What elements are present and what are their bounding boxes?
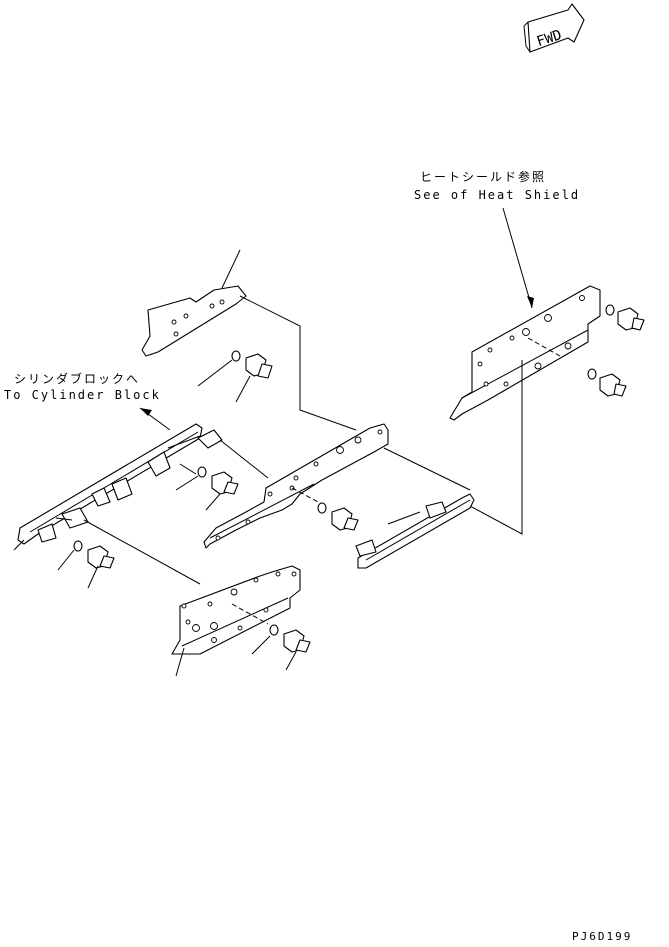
washer-leader-bottom [251,635,271,655]
washer-leader-mid [175,475,199,491]
top-bracket-connector [239,295,357,431]
bolt-leader-top [235,375,251,403]
drawing-code: PJ6D199 [572,930,633,943]
top-bracket-leader [221,249,241,289]
center-long-bracket [203,423,389,549]
center-to-rail-line [383,447,471,491]
right-bolt-upper [605,304,645,331]
left-rail-connector [219,439,269,479]
right-bracket-plate [449,285,601,421]
bottom-plate-dash [231,603,269,625]
cylinder-block-label-en: To Cylinder Block [4,388,161,402]
right-connector-line [469,360,523,535]
left-lower-bolt [73,540,115,569]
left-rail-bracket-line [179,463,197,475]
left-rail-assembly [17,423,223,545]
bolt-leader-left [87,565,99,589]
bottom-bracket-plate [171,565,301,655]
heat-shield-label-en: See of Heat Shield [414,188,581,202]
rail-leader-left [13,539,25,551]
bolt-leader-mid [205,493,221,511]
washer-leader-top [197,359,233,387]
top-left-bracket [141,285,247,357]
fwd-arrow-icon: FWD [523,3,585,53]
right-plate-dash [527,337,561,357]
heat-shield-label-jp: ヒートシールド参照 [420,170,547,184]
cylinder-block-label-jp: シリンダブロックへ [14,372,141,386]
left-mid-bolt [197,466,239,495]
cylinder-arrowhead [140,408,152,416]
top-bolt [231,350,273,379]
heat-shield-leader [502,207,533,309]
center-bracket-dash [291,487,323,505]
washer-leader-left [57,549,75,571]
center-bolt [317,502,359,531]
bottom-bolt [269,624,311,653]
bolt-leader-bottom [285,651,297,671]
bottom-plate-leader [175,647,185,677]
right-bolt-lower [587,368,627,397]
rail-to-bottom-plate-line [83,519,201,585]
right-rail [355,493,475,569]
heat-shield-arrowhead [527,296,534,308]
fwd-text: FWD [535,27,564,50]
